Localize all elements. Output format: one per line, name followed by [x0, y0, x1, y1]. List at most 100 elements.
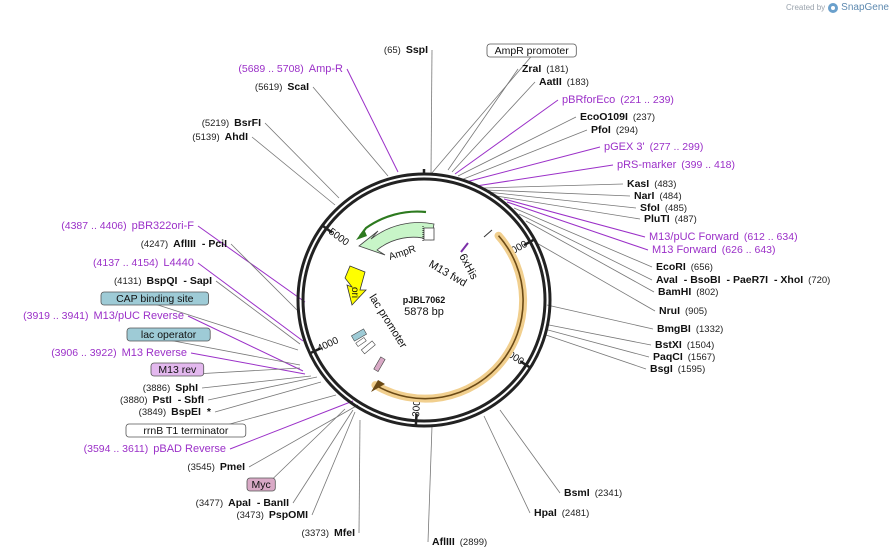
site-name: BspQI [146, 275, 177, 287]
enzyme-site-label[interactable]: (3373)MfeI [302, 527, 356, 539]
site-name: PaqCI [653, 351, 683, 363]
label-connector-line [312, 86, 389, 177]
enzyme-site-label[interactable]: BsmI(2341) [564, 487, 622, 499]
enzyme-site-label[interactable]: AatII(183) [539, 76, 589, 88]
enzyme-site-label[interactable]: PaqCI (1567) [653, 351, 715, 363]
m13-fwd-marker [460, 242, 469, 253]
enzyme-site-label[interactable]: AflIII(2899) [432, 536, 487, 548]
site-name: - SbfI [178, 394, 204, 406]
site-name: NarI [634, 190, 655, 202]
site-position: (399 .. 418) [681, 159, 735, 171]
site-labels: ZraI(181)AatII(183) pBRforEco(221 .. 239)… [23, 44, 830, 548]
enzyme-site-label[interactable]: (3545)PmeI [187, 461, 245, 473]
site-name: BsgI [650, 363, 673, 375]
feature-box[interactable] [246, 477, 276, 492]
enzyme-site-label[interactable]: (3849)BspEI* [139, 406, 212, 418]
site-position: (720) [808, 275, 830, 286]
primer-feature-label[interactable]: pBRforEco(221 .. 239) [562, 94, 674, 106]
primer-feature-label[interactable]: (4137 .. 4154)L4440 [93, 257, 194, 269]
feature-box[interactable] [125, 423, 247, 438]
label-connector-line [518, 213, 653, 281]
label-connector-line [451, 81, 536, 173]
feature-box[interactable] [100, 291, 209, 306]
site-position: (1567) [688, 352, 715, 363]
site-position: (656) [691, 262, 713, 273]
enzyme-site-label[interactable]: NarI(484) [634, 190, 682, 202]
enzyme-site-label[interactable]: (5139)AhdI [192, 131, 248, 143]
site-position: (3477) [196, 498, 223, 509]
primer-feature-label[interactable]: pRS-marker(399 .. 418) [617, 159, 735, 171]
feature-box[interactable] [486, 43, 577, 58]
primer-feature-label[interactable]: (3594 .. 3611)pBAD Reverse [84, 443, 226, 455]
site-name: PstI [152, 394, 171, 406]
enzyme-site-label[interactable]: BsgI(1595) [650, 363, 705, 375]
primer-feature-label[interactable]: (5689 .. 5708)Amp-R [238, 63, 343, 75]
label-connector-line [230, 243, 301, 314]
bp-tick [414, 413, 418, 427]
enzyme-site-label[interactable]: AvaI- BsoBI- PaeR7I- XhoI(720) [656, 274, 830, 286]
enzyme-site-label[interactable]: (4247)AflIII- PciI [141, 238, 227, 250]
site-position: (3919 .. 3941) [23, 310, 88, 322]
site-name: HpaI [534, 507, 557, 519]
site-name: - BsoBI [684, 274, 721, 286]
label-connector-line [513, 207, 653, 268]
myc-tag-marker [373, 356, 386, 372]
primer-feature-label[interactable]: (4387 .. 4406)pBR322ori-F [61, 220, 194, 232]
enzyme-site-label[interactable]: EcoRI(656) [656, 261, 713, 273]
enzyme-site-label[interactable]: (3880)PstI- SbfI [120, 394, 204, 406]
enzyme-site-label[interactable]: HpaI(2481) [534, 507, 589, 519]
enzyme-site-label[interactable]: BmgBI(1332) [657, 323, 723, 335]
primer-feature-label[interactable]: (3919 .. 3941)M13/pUC Reverse [23, 310, 184, 322]
enzyme-site-label[interactable]: NruI(905) [659, 305, 707, 317]
enzyme-site-label[interactable]: PluTI(487) [644, 213, 697, 225]
primer-feature-label[interactable]: pGEX 3'(277 .. 299) [604, 141, 703, 153]
enzyme-site-label[interactable]: (65)SspI [384, 44, 428, 56]
feature-box[interactable] [150, 362, 205, 377]
primer-feature-label[interactable]: M13 Forward(626 .. 643) [652, 244, 776, 256]
site-position: (277 .. 299) [650, 141, 704, 153]
primer-feature-label[interactable]: (3906 .. 3922) M13 Reverse [51, 347, 187, 359]
label-connector-line [489, 194, 641, 220]
snapgene-watermark: Created by SnapGene [786, 2, 889, 13]
site-name: - BanII [257, 497, 289, 509]
site-position: M13/pUC Forward [649, 231, 739, 243]
site-name: KasI [627, 178, 649, 190]
enzyme-site-label[interactable]: (3473)PspOMI [236, 509, 308, 521]
label-connector-line [292, 409, 354, 504]
enzyme-site-label[interactable]: (4131)BspQI- SapI [114, 275, 212, 287]
enzyme-site-label[interactable]: PfoI(294) [591, 124, 638, 136]
site-position: (3594 .. 3611) [84, 443, 149, 455]
site-name: ApaI [228, 497, 251, 509]
label-connector-line [201, 375, 312, 389]
site-name: BsrFI [234, 117, 261, 129]
primer-feature-label[interactable]: M13/pUC Forward(612 .. 634) [649, 231, 798, 243]
site-name: - SapI [183, 275, 212, 287]
enzyme-site-label[interactable]: (5219)BsrFI [202, 117, 261, 129]
label-connector-line [484, 189, 631, 197]
plasmid-size: 5878 bp [404, 306, 444, 318]
lac-promoter-marker [360, 340, 376, 355]
ampr-inner-label: AmpR [388, 244, 418, 263]
site-position: (3906 .. 3922) [51, 347, 116, 359]
label-connector-line [465, 146, 601, 183]
enzyme-site-label[interactable]: (3886)SphI [143, 382, 198, 394]
enzyme-site-label[interactable]: SfoI(485) [640, 202, 687, 214]
enzyme-site-label[interactable]: BamHI(802) [658, 286, 718, 298]
enzyme-site-label[interactable]: BstXI(1504) [655, 339, 714, 351]
feature-box[interactable] [126, 327, 211, 342]
enzyme-site-label[interactable]: (3477) ApaI - BanII [196, 497, 289, 509]
enzyme-site-label[interactable]: (5619)ScaI [255, 81, 309, 93]
site-position: (3886) [143, 383, 170, 394]
enzyme-site-label[interactable]: EcoO109I(237) [580, 111, 655, 123]
ori-feature-arrow[interactable] [344, 265, 367, 306]
site-position: M13 Reverse [122, 347, 187, 359]
bp-tick [519, 360, 532, 370]
ampr-feature-arrow[interactable] [358, 222, 435, 256]
enzyme-site-label[interactable]: ZraI(181) [522, 63, 568, 75]
label-connector-line [506, 201, 649, 251]
feature-box-connector [168, 339, 301, 366]
site-position: (905) [685, 306, 707, 317]
enzyme-site-label[interactable]: KasI(483) [627, 178, 676, 190]
site-position: (3473) [236, 510, 263, 521]
site-name: - XhoI [774, 274, 803, 286]
